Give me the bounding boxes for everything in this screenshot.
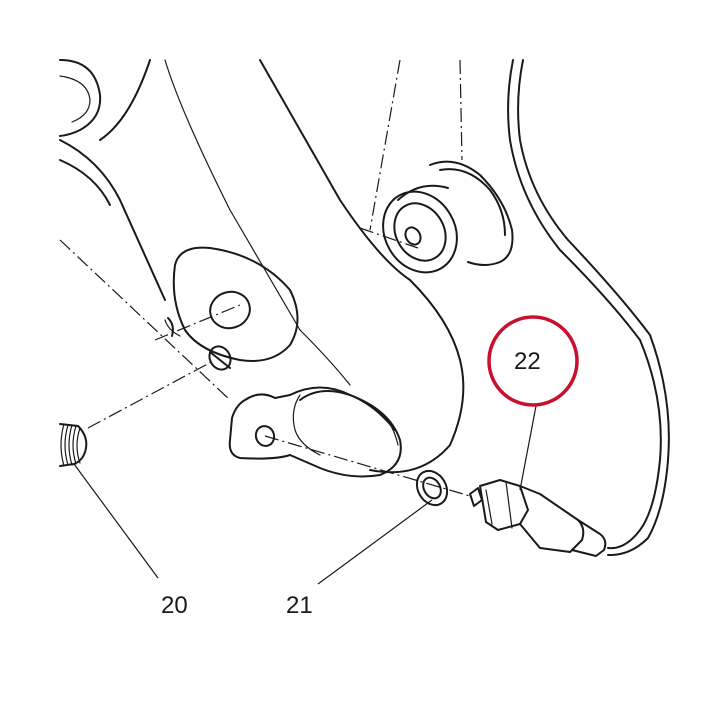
frame-boss-mid bbox=[164, 246, 299, 362]
sensor-22 bbox=[469, 479, 607, 557]
frame-lug bbox=[228, 386, 402, 478]
small-pin bbox=[208, 345, 232, 371]
callout-label-21: 21 bbox=[286, 592, 313, 619]
frame-body bbox=[59, 59, 465, 474]
threaded-stud-20 bbox=[59, 423, 88, 467]
frame-outline-right bbox=[507, 59, 670, 557]
callout-label-20: 20 bbox=[161, 592, 188, 619]
upper-boss bbox=[59, 59, 102, 137]
centerlines bbox=[59, 59, 471, 497]
callout-label-22: 22 bbox=[514, 348, 541, 375]
callout-lines bbox=[73, 405, 537, 585]
washer-21 bbox=[415, 469, 449, 507]
callout-22-highlight-circle bbox=[487, 315, 579, 407]
spool-bobbin bbox=[382, 160, 514, 274]
